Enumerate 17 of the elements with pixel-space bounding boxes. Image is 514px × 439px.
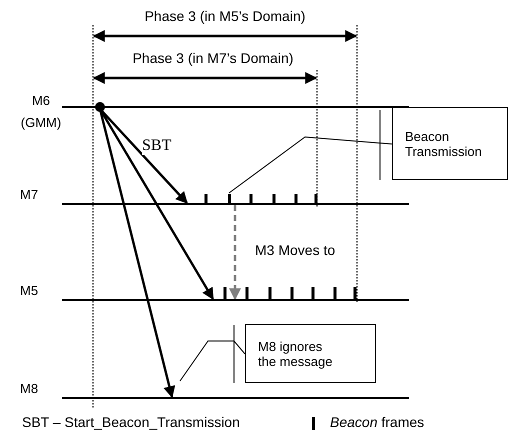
callout-box: M8 ignores the message bbox=[245, 324, 376, 383]
leader-line bbox=[228, 136, 392, 194]
legend-note: SBT – Start_Beacon_Transmission bbox=[22, 414, 240, 430]
edge-label: SBT bbox=[142, 137, 172, 155]
phase-label: Phase 3 (in M5’s Domain) bbox=[144, 8, 306, 24]
callout-box: Beacon Transmission bbox=[392, 107, 508, 180]
phase-label: Phase 3 (in M7’s Domain) bbox=[132, 50, 294, 66]
leader-line bbox=[180, 340, 246, 382]
legend-label: Beacon frames bbox=[330, 414, 424, 430]
beacon-frame-mark bbox=[228, 194, 230, 204]
arrow bbox=[229, 205, 241, 300]
lifeline-label: M8 bbox=[20, 381, 38, 396]
lifeline-label: M7 bbox=[20, 187, 38, 202]
lifeline-label: M6 (GMM) bbox=[20, 92, 62, 132]
lifeline-label: M5 bbox=[20, 283, 38, 298]
arrow bbox=[98, 108, 176, 398]
edge-label: M3 Moves to bbox=[255, 242, 336, 258]
